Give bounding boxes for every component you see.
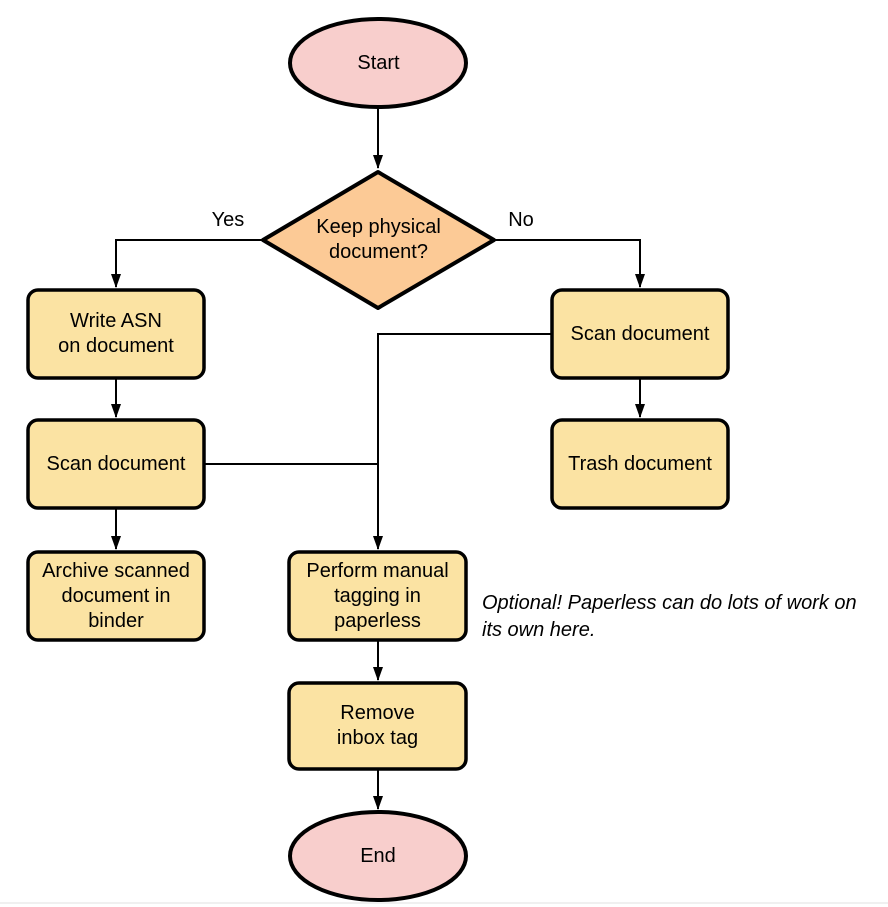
start-shape [288, 17, 468, 109]
edge-scan-right-to-perform-tagging [373, 333, 552, 550]
perform-tagging-shape [287, 550, 468, 642]
edge-decision-yes-to-write-asn [111, 239, 263, 288]
remove-inbox-shape [287, 681, 468, 771]
scan-left-shape [26, 418, 206, 510]
write-asn-shape [26, 288, 206, 380]
decision-shape [261, 170, 496, 310]
scan-right-shape [550, 288, 730, 380]
edge-decision-no-to-scan-right [494, 239, 645, 288]
end-shape [288, 810, 468, 902]
trash-shape [550, 418, 730, 510]
archive-shape [26, 550, 206, 642]
